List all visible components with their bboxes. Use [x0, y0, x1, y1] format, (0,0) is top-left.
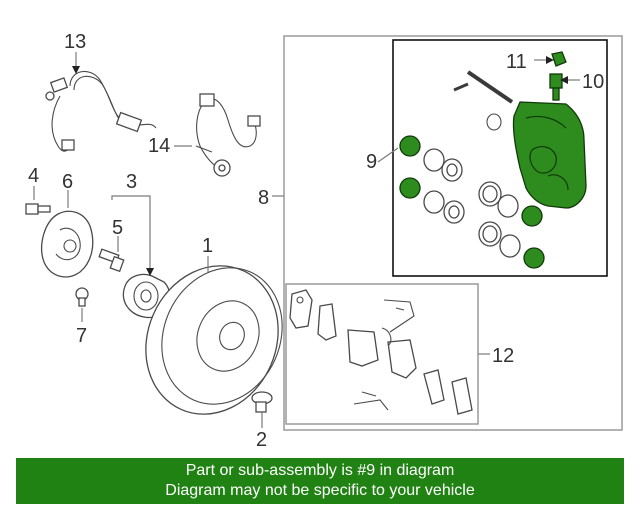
screw-7[interactable] [75, 287, 89, 307]
banner-line-2: Diagram may not be specific to your vehi… [165, 482, 475, 499]
piston-upper-left[interactable] [399, 135, 421, 157]
callout-9: 9 [366, 151, 377, 173]
callout-10: 10 [582, 71, 604, 93]
caliper-assembly-box [283, 35, 623, 431]
brake-rotor-1[interactable] [123, 245, 304, 436]
piston-right-1[interactable] [521, 205, 543, 227]
wheel-speed-sensor-14[interactable] [195, 93, 261, 177]
bleeder-screw-10[interactable] [549, 73, 563, 101]
callout-2: 2 [256, 429, 267, 451]
brake-assembly-diagram: 13 14 4 6 3 5 1 7 2 8 9 11 10 12 [25, 31, 623, 451]
rotor-screw-2[interactable] [251, 391, 273, 413]
info-banner: Part or sub-assembly is #9 in diagram Di… [16, 458, 624, 504]
piston-lower-left[interactable] [399, 177, 421, 199]
brake-pad-kit-12[interactable] [289, 289, 473, 415]
callout-11: 11 [506, 51, 527, 73]
banner-line-1: Part or sub-assembly is #9 in diagram [185, 462, 455, 479]
piston-right-2[interactable] [523, 247, 545, 269]
piston-seals [423, 148, 521, 258]
bleeder-cap-11[interactable] [551, 51, 567, 67]
callout-8: 8 [258, 187, 269, 209]
callout-3: 3 [126, 171, 137, 193]
callout-5: 5 [112, 217, 123, 239]
callout-13: 13 [64, 31, 86, 53]
abs-sensor-wire-13[interactable] [45, 70, 157, 152]
callout-6: 6 [62, 171, 73, 193]
caliper-body-9[interactable] [512, 101, 587, 209]
bolt-4[interactable] [25, 203, 51, 215]
callout-4: 4 [28, 165, 39, 187]
callout-7: 7 [76, 325, 87, 347]
callout-14: 14 [148, 135, 170, 157]
caliper-guide-pins [453, 70, 514, 104]
caliper-box [392, 39, 608, 277]
callout-1: 1 [202, 235, 213, 257]
callout-12: 12 [492, 345, 514, 367]
wheel-stud-5[interactable] [98, 248, 125, 273]
dust-shield-6[interactable] [41, 210, 94, 278]
